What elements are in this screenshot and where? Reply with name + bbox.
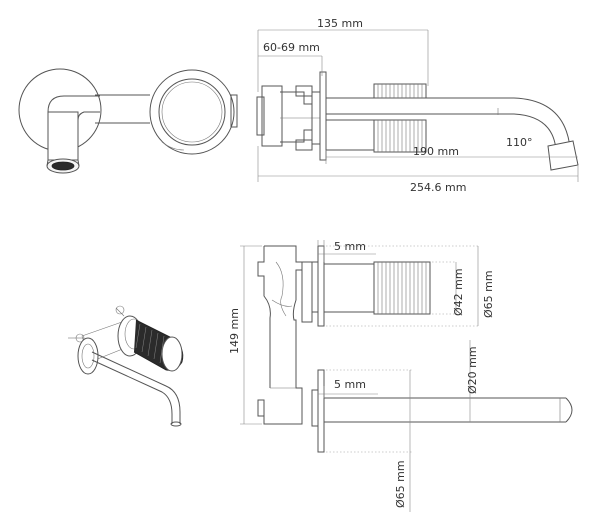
- perspective-spout: [91, 351, 181, 424]
- label-d42mm: Ø42 mm: [452, 268, 465, 316]
- wall-plate: [319, 71, 327, 161]
- spout-body: [47, 111, 79, 161]
- label-5mm-lower: 5 mm: [334, 378, 366, 391]
- top-view-dimensions: [240, 240, 480, 512]
- knurled-grip-top: [373, 261, 431, 315]
- front-view: [18, 68, 238, 174]
- label-149mm: 149 mm: [228, 308, 241, 354]
- label-d65mm-upper: Ø65 mm: [482, 270, 495, 318]
- top-view-lower-plate: [317, 369, 325, 453]
- label-d65mm-lower: Ø65 mm: [394, 460, 407, 508]
- label-d20mm: Ø20 mm: [466, 346, 479, 394]
- side-view: [256, 71, 579, 171]
- label-254-6mm: 254.6 mm: [410, 181, 466, 194]
- valve-body: [261, 85, 283, 147]
- label-135mm: 135 mm: [317, 17, 363, 30]
- label-60-69mm: 60-69 mm: [263, 41, 320, 54]
- label-190mm: 190 mm: [413, 145, 459, 158]
- label-110-degrees: 110°: [506, 136, 533, 149]
- spout-tip: [547, 140, 579, 171]
- top-view-handle: [323, 263, 375, 313]
- perspective-view: [68, 305, 184, 427]
- top-view: [257, 245, 573, 453]
- knurled-grip-side: [373, 83, 427, 153]
- handle-rosette: [149, 69, 235, 155]
- top-view-upper-plate: [317, 245, 325, 327]
- side-view-dimensions: [257, 29, 579, 182]
- top-view-valve-body: [257, 245, 303, 425]
- label-5mm-upper: 5 mm: [334, 240, 366, 253]
- perspective-spout-rosette: [77, 337, 99, 375]
